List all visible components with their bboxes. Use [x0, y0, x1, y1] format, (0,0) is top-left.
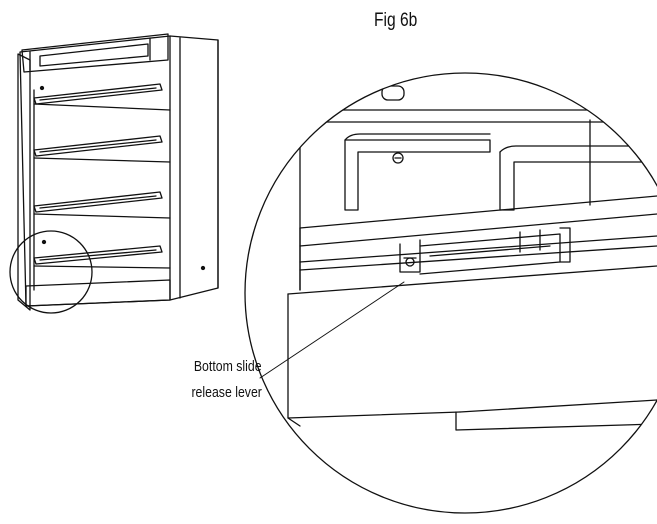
overview-cabinet	[9, 33, 219, 314]
magnified-detail	[284, 85, 657, 431]
callout-leader-line	[259, 281, 405, 379]
detail-circle	[9, 230, 93, 314]
shelf-3	[33, 191, 171, 219]
shelf-2	[33, 135, 171, 163]
bottom-slide-release-lever	[399, 227, 571, 275]
figure-title: Fig 6b	[374, 10, 418, 31]
shelf-4	[33, 245, 171, 269]
callout-label-line2: release lever	[191, 384, 262, 401]
callout-label-line1: Bottom slide	[194, 358, 262, 375]
magnifier-circle	[244, 72, 657, 514]
shelf-1	[33, 83, 171, 111]
